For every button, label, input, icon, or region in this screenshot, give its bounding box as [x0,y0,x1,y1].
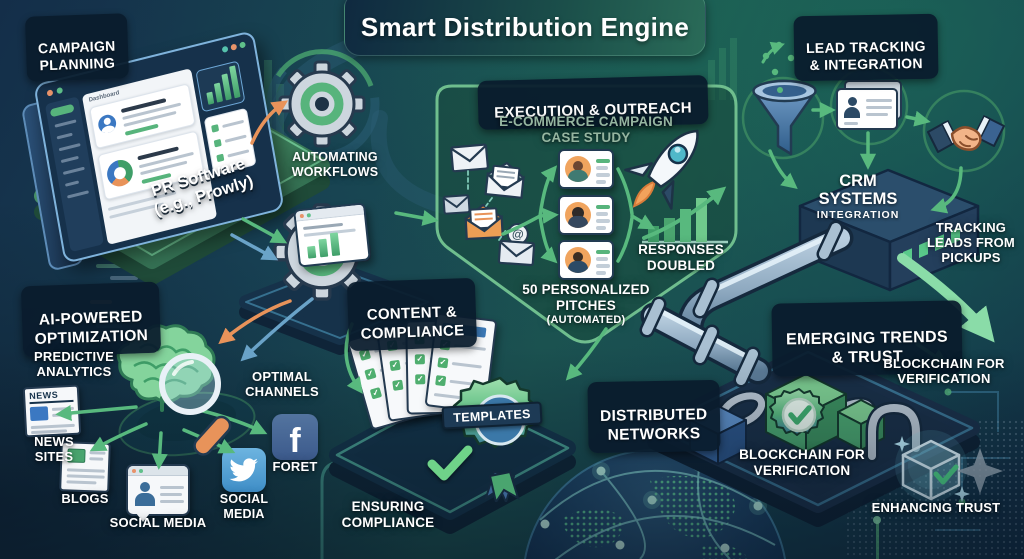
check-icon [427,445,473,481]
responses-doubled-label: RESPONSES DOUBLED [638,242,724,273]
crm-subtitle: INTEGRATION [816,209,900,222]
distributed-networks-badge: DISTRIBUTED NETWORKS [587,379,721,453]
lead-tracking-badge: LEAD TRACKING & INTEGRATION [793,13,939,82]
glowing-cube-icon [894,430,970,502]
profile-card [558,240,614,280]
facebook-icon: f [272,414,318,460]
lead-tracking-label: LEAD TRACKING & INTEGRATION [805,38,926,74]
pitches-note-label: (AUTOMATED) [546,314,626,326]
templates-rosette: TEMPLATES [441,372,548,502]
handshake-icon [927,114,1005,153]
blockchain-center-label: BLOCKCHAIN FOR VERIFICATION [739,447,865,478]
rocket-icon [624,129,699,210]
lock-icon [865,401,923,463]
verification-seal-icon [769,388,825,436]
content-compliance-label: CONTENT & COMPLIANCE [360,303,465,343]
ribbon-tail [488,470,520,502]
campaign-planning-badge: CAMPAIGN PLANNING [24,13,129,82]
social-media-label: SOCIAL MEDIA [109,515,207,530]
workflow-window-icon [293,202,371,268]
magnifier-icon [159,353,232,456]
profile-card [558,195,614,235]
page-title: Smart Distribution Engine [360,12,690,42]
results-chart-icon [642,186,728,244]
contact-card-icon [836,80,906,134]
pitches-label: 50 PERSONALIZED PITCHES [522,282,650,313]
crm-title: CRM SYSTEMS [818,172,898,209]
at-envelope-icon: @ [497,223,536,267]
ai-optimization-label: AI-POWERED OPTIMIZATION [34,308,149,348]
content-compliance-badge: CONTENT & COMPLIANCE [346,277,478,352]
templates-label: TEMPLATES [452,406,532,425]
ensuring-compliance-label: ENSURING COMPLIANCE [341,499,435,530]
title-banner: Smart Distribution Engine [344,0,706,56]
ai-optimization-badge: AI-POWERED OPTIMIZATION [20,281,161,358]
envelope-icon [450,143,489,173]
sparkle-icon [957,448,1003,494]
blogs-label: BLOGS [61,491,109,506]
distributed-networks-label: DISTRIBUTED NETWORKS [599,405,708,444]
small-envelope-icon [442,194,471,215]
tracking-leads-label: TRACKING LEADS FROM PICKUPS [927,220,1015,266]
blockchain-right-label: BLOCKCHAIN FOR VERIFICATION [883,356,1005,387]
predictive-analytics-label: PREDICTIVE ANALYTICS [33,349,114,380]
workflow-gear-icon [278,60,366,148]
news-sites-label: NEWS SITES [34,434,74,465]
enhancing-trust-label: ENHANCING TRUST [871,500,1001,515]
open-envelope-icon [484,161,525,200]
glow-line-decor [876,520,879,559]
social-media-twitter-label: SOCIAL MEDIA [219,492,269,521]
orange-envelope-icon [464,203,504,241]
automating-workflows-label: AUTOMATING WORKFLOWS [291,150,379,179]
optimal-channels-label: OPTIMAL CHANNELS [245,369,319,400]
facebook-glyph: f [289,422,301,460]
profile-card [558,149,614,189]
facebook-label: FORET [272,459,318,474]
campaign-planning-label: CAMPAIGN PLANNING [37,37,116,74]
twitter-icon [222,448,266,492]
crm-flow-arrow [897,253,995,343]
funnel-dots [762,41,795,76]
funnel-icon [752,79,817,156]
case-study-label: E-COMMERCE CAMPAIGN CASE STUDY [499,114,673,145]
crm-systems-label: CRM SYSTEMS INTEGRATION [797,172,919,221]
pipe-lower [639,296,772,388]
